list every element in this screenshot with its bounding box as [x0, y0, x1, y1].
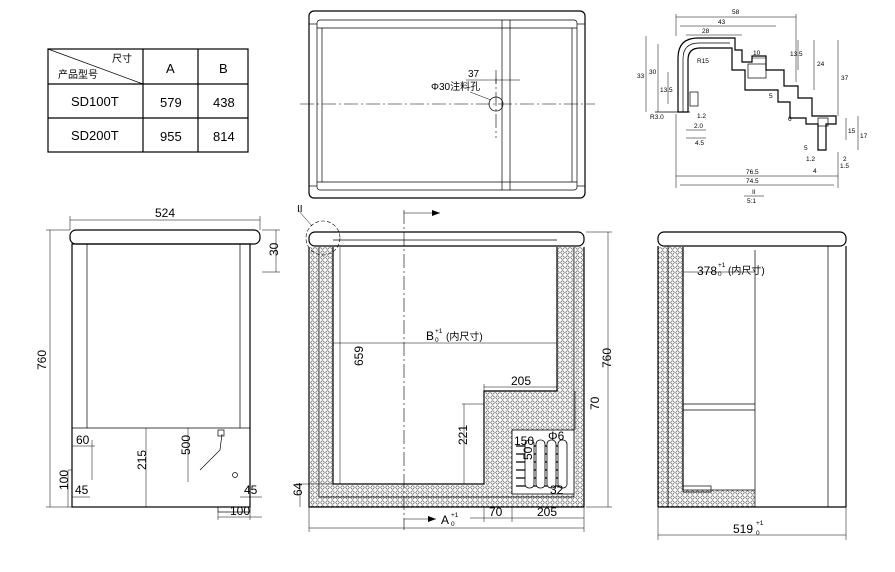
- detail-dim: 74.5: [746, 178, 759, 185]
- detail-dim: 58: [732, 9, 740, 16]
- detail-dim: 13.5: [790, 51, 803, 58]
- dim-label: 215: [135, 450, 149, 470]
- dim-label: 32: [550, 483, 564, 497]
- dim-label: 221: [456, 425, 470, 445]
- dim-label: 64: [291, 482, 305, 496]
- dim-label: 100: [57, 470, 71, 490]
- detail-dim: 4.5: [695, 140, 704, 147]
- dim-tol-sup: +1: [718, 262, 726, 269]
- detail-dim: 1.2: [697, 113, 706, 120]
- dim-label: 150: [514, 434, 534, 448]
- detail-dim: 10: [753, 50, 761, 57]
- detail-dim: 1.2: [806, 156, 815, 163]
- dim-label: 760: [35, 350, 49, 370]
- detail-dim: 37: [841, 75, 849, 82]
- detail-dim: 28: [702, 28, 710, 35]
- dim-label: 70: [489, 505, 503, 519]
- top-view: 37 Φ30注料孔: [300, 10, 595, 199]
- dim-label: 60: [76, 433, 90, 447]
- dim-label: 519: [733, 522, 753, 536]
- dim-label: 205: [511, 374, 531, 388]
- table-cell-b: 438: [213, 95, 235, 110]
- detail-dim: 5: [804, 145, 808, 152]
- detail-dim: 30: [649, 69, 657, 76]
- dim-note: (内尺寸): [446, 330, 483, 343]
- table-header-b: B: [219, 61, 228, 76]
- dim-label: 205: [537, 505, 557, 519]
- table-corner-model: 产品型号: [58, 68, 98, 81]
- table-border: [47, 48, 249, 153]
- dim-label: 524: [155, 206, 175, 220]
- detail-dim: 2: [843, 156, 847, 163]
- detail-callout-circle: [305, 220, 341, 256]
- detail-dim: 43: [718, 19, 726, 26]
- left-view: 524 30 760 60 500 215 100 45 45 100: [35, 206, 281, 520]
- hole-note: Φ30注料孔: [431, 80, 480, 93]
- dim-label: 45: [244, 483, 258, 497]
- dim-tol-sub: 0: [451, 521, 455, 528]
- table-cell-model: SD100T: [71, 94, 119, 109]
- table-header-a: A: [166, 61, 175, 76]
- fill-hole: [488, 96, 504, 112]
- table-cell-a: 579: [160, 95, 182, 110]
- dim-label: Φ6: [548, 429, 565, 443]
- detail-dim: 5: [769, 93, 773, 100]
- dim-tol-sub: 0: [756, 530, 760, 537]
- side-section: 378 +1 0 (内尺寸) 519 +1 0: [657, 231, 847, 540]
- detail-dim: 6: [788, 116, 792, 123]
- detail-dim: 76.5: [746, 169, 759, 176]
- detail-dim: 13.5: [660, 87, 673, 94]
- detail-dim: 15: [848, 128, 856, 135]
- detail-scale: 5:1: [747, 198, 756, 205]
- insulation-foam: [658, 247, 755, 507]
- dim-label: 378: [697, 264, 717, 278]
- detail-dim: 33: [637, 73, 645, 80]
- dim-label-b: B: [426, 329, 434, 343]
- detail-dim: 24: [817, 61, 825, 68]
- dim-label: 30: [267, 242, 281, 256]
- table-corner-size: 尺寸: [112, 52, 132, 65]
- detail-dim: 4: [813, 168, 817, 175]
- spec-table: 尺寸 产品型号 A B SD100T 579 438 SD200T 955 81…: [47, 48, 249, 153]
- dim-label: 45: [75, 483, 89, 497]
- dim-tol-sup: +1: [435, 328, 443, 335]
- dim-label: 100: [230, 504, 250, 518]
- dim-label: 760: [600, 348, 614, 368]
- detail-dim: 2.0: [694, 123, 703, 130]
- detail-dim: 17: [860, 133, 868, 140]
- dim-label-a: A: [441, 513, 449, 527]
- dim-label: 500: [179, 435, 193, 455]
- table-cell-a: 955: [160, 129, 182, 144]
- table-cell-b: 814: [213, 129, 235, 144]
- detail-title: II: [752, 189, 756, 196]
- detail-dim: R3.0: [650, 114, 664, 121]
- dim-label: 659: [352, 346, 366, 366]
- dim-label: 70: [588, 396, 602, 410]
- dim-tol-sub: 0: [435, 337, 439, 344]
- dim-tol-sub: 0: [718, 271, 722, 278]
- evaporator-coil: [516, 439, 568, 489]
- dim-label: 37: [468, 69, 480, 80]
- dim-tol-sup: +1: [756, 520, 764, 527]
- dim-label: 50: [521, 446, 535, 460]
- detail-dim: 1.5: [840, 163, 849, 170]
- front-section: II 659 B +1 0 (内尺寸) 205 70 221 150 Φ6 50…: [291, 204, 614, 532]
- dim-note: (内尺寸): [728, 264, 765, 277]
- detail-dim: R15: [697, 58, 709, 65]
- detail-view: 58 43 28 33 30 10 13.5 24 37 R15 13.5 5 …: [637, 9, 868, 205]
- dim-tol-sup: +1: [451, 512, 459, 519]
- table-cell-model: SD200T: [71, 128, 119, 143]
- section-mark: II: [297, 204, 303, 215]
